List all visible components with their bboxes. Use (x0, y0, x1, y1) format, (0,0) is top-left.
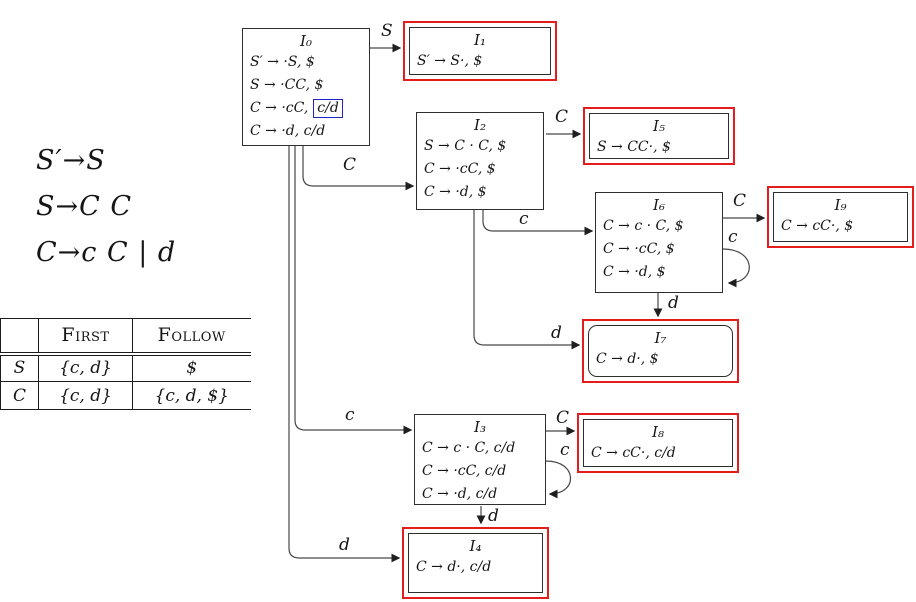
edge-label-i2-i6: c (519, 209, 529, 229)
state-title: I₃ (474, 418, 486, 436)
first-cell: {c, d} (38, 381, 133, 410)
state-title: I₆ (653, 196, 665, 214)
lr-item: C → ·cC, $ (424, 161, 496, 177)
lr-item: C → d·, $ (596, 351, 659, 367)
symbol-cell: S (0, 353, 39, 382)
edge-label-i6-i9: C (733, 191, 747, 211)
state-I1-highlight: I₁ S′ → S·, $ (403, 21, 557, 81)
state-title: I₇ (654, 329, 667, 347)
lr-item: S → C · C, $ (424, 138, 507, 154)
edge-label-i0-i4: d (339, 535, 350, 555)
follow-cell: {c, d, $} (132, 381, 251, 410)
lr-item: S′ → S·, $ (417, 53, 483, 69)
state-title: I₈ (652, 423, 664, 441)
state-I7: I₇ C → d·, $ (588, 325, 733, 377)
lr-item: S → CC·, $ (597, 139, 671, 155)
lr-item: C → cC·, $ (781, 218, 854, 234)
state-I5: I₅ S → CC·, $ (589, 113, 729, 159)
edge-label-i3-i4: d (488, 506, 499, 526)
edge-label-i6-i7: d (668, 293, 679, 313)
state-I3: I₃ C → c · C, c/d C → ·cC, c/d C → ·d, c… (414, 414, 546, 505)
lr-item: C → ·d, $ (603, 264, 666, 280)
follow-cell: $ (132, 353, 251, 382)
edge-i6-self-loop (722, 248, 750, 288)
first-cell: {c, d} (38, 353, 133, 382)
grammar-rules: S′→S S→C C C→c C | d (36, 138, 176, 276)
edge-i0-i4 (288, 146, 401, 563)
state-I7-highlight: I₇ C → d·, $ (582, 319, 739, 383)
lookahead-highlight-box: c/d (313, 99, 343, 118)
lr-item: C → c · C, c/d (422, 440, 516, 456)
edge-label-i2-i5: C (555, 107, 569, 127)
state-I4-highlight: I₄ C → d·, c/d (402, 527, 549, 599)
state-I8: I₈ C → cC·, c/d (583, 419, 733, 467)
grammar-rule: C→c C | d (36, 237, 177, 268)
table-row: C {c, d} {c, d, $} (0, 381, 251, 410)
grammar-rule: S′→S (36, 145, 106, 176)
state-title: I₀ (300, 32, 312, 50)
state-title: I₂ (474, 116, 486, 134)
lr-item: C → ·cC, c/d (422, 463, 507, 479)
edge-label-i6-loop: c (728, 227, 738, 247)
lr-item: S′ → ·S, $ (250, 54, 315, 70)
lr-item: C → c · C, $ (603, 218, 684, 234)
state-I2: I₂ S → C · C, $ C → ·cC, $ C → ·d, $ (416, 112, 544, 210)
edge-label-i0-i1: S (381, 21, 393, 41)
state-I0: I₀ S′ → ·S, $ S → ·CC, $ C → ·cC,c/d C →… (242, 28, 370, 146)
edge-i2-i6 (482, 210, 594, 236)
edge-label-i0-i2: C (343, 155, 357, 175)
state-I5-highlight: I₅ S → CC·, $ (583, 107, 735, 165)
lr-item-text: C → ·cC, (250, 100, 309, 116)
edge-label-i3-loop: c (560, 440, 570, 460)
edge-label-i3-i8: C (556, 408, 570, 428)
lr-item: C → ·d, $ (424, 184, 487, 200)
grammar-rule: S→C C (36, 191, 133, 222)
first-follow-table: First Follow S {c, d} $ C {c, d} {c, d, … (0, 318, 251, 410)
lr-item: C → cC·, c/d (591, 445, 676, 461)
state-I1: I₁ S′ → S·, $ (409, 27, 551, 75)
edge-label-i0-i3: c (345, 405, 355, 425)
state-I4: I₄ C → d·, c/d (408, 533, 543, 593)
edge-i0-i3 (294, 146, 413, 435)
lr-item: C → ·d, c/d (250, 123, 326, 139)
state-title: I₁ (474, 31, 486, 49)
table-row: S {c, d} $ (0, 353, 251, 382)
table-header-row: First Follow (0, 318, 251, 356)
state-I8-highlight: I₈ C → cC·, c/d (577, 413, 739, 473)
lr-item: C → ·cC, $ (603, 241, 675, 257)
corner-cell (0, 318, 39, 356)
state-title: I₉ (834, 196, 847, 214)
lr-item: C → ·d, c/d (422, 486, 498, 502)
edge-i3-self-loop (545, 460, 572, 499)
follow-column-header: Follow (132, 318, 251, 356)
edge-i0-i2 (302, 146, 415, 191)
state-title: I₄ (469, 537, 482, 555)
state-I9: I₉ C → cC·, $ (773, 192, 908, 242)
lr-item-highlighted: C → ·cC,c/d (243, 97, 369, 120)
symbol-cell: C (0, 381, 39, 410)
lr-item: C → d·, c/d (416, 559, 492, 575)
lr-item: S → ·CC, $ (250, 77, 324, 93)
state-I6: I₆ C → c · C, $ C → ·cC, $ C → ·d, $ (595, 192, 723, 293)
first-column-header: First (38, 318, 133, 356)
edge-label-i2-i7: d (551, 323, 562, 343)
state-title: I₅ (653, 117, 665, 135)
edge-i2-i7 (473, 210, 581, 350)
state-I9-highlight: I₉ C → cC·, $ (767, 186, 914, 248)
